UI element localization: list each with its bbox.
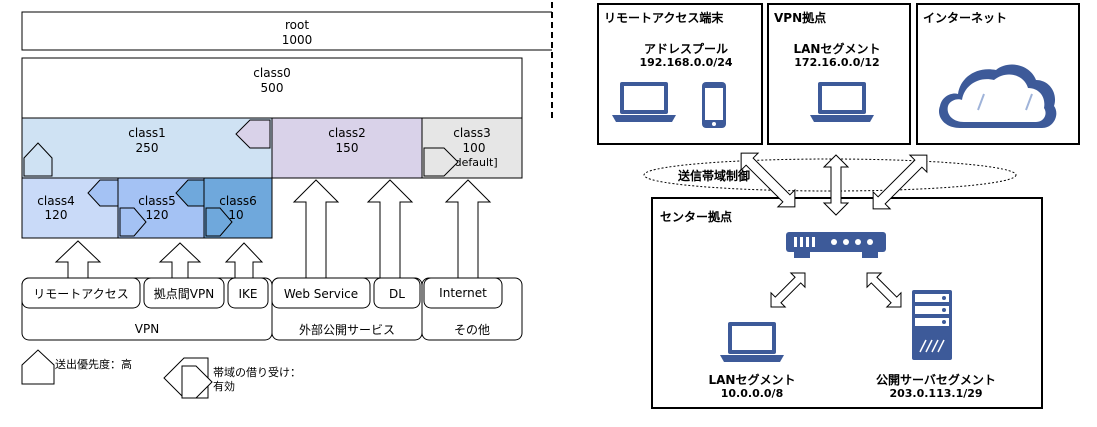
class-3-name: class3 — [453, 126, 490, 140]
group-vpn-label: VPN — [135, 322, 159, 336]
class-3: class3 100 [default] — [421, 117, 523, 179]
pool-label: アドレスプール — [644, 41, 728, 56]
traffic-up-arrows — [54, 179, 492, 279]
legend-priority-label: 送出優先度：高 — [55, 357, 132, 371]
vpn-lan-addr: 172.16.0.0/12 — [794, 56, 879, 69]
traffic-dl: DL — [373, 277, 421, 309]
class-0-rate: 500 — [261, 81, 284, 95]
class-6-name: class6 — [219, 194, 256, 208]
svg-text:DL: DL — [389, 287, 405, 301]
class-5-rate: 120 — [146, 208, 169, 222]
borrow-arrow-icon — [175, 179, 205, 207]
traffic-internet: Internet — [423, 277, 503, 309]
center-lan-label: LANセグメント — [709, 372, 796, 387]
traffic-site-vpn: 拠点間VPN — [143, 277, 225, 309]
pool-addr: 192.168.0.0/24 — [639, 56, 732, 69]
group-other-label: その他 — [454, 323, 490, 337]
borrow-arrow-icon — [87, 179, 119, 207]
borrow-arrow-icon — [235, 119, 271, 149]
borrow-arrow-icon — [423, 147, 459, 177]
svg-text:Web Service: Web Service — [284, 287, 358, 301]
traffic-web-service: Web Service — [271, 277, 371, 309]
priority-house-icon — [23, 142, 53, 177]
class-2-name: class2 — [328, 126, 365, 140]
center-title: センター拠点 — [660, 209, 732, 224]
svg-text:拠点間VPN: 拠点間VPN — [154, 287, 214, 301]
remote-title: リモートアクセス端末 — [604, 10, 724, 25]
group-public-label: 外部公開サービス — [299, 322, 395, 337]
cloud-icon — [938, 64, 1057, 128]
legend-borrow-line2: 有効 — [213, 379, 235, 393]
control-label: 送信帯域制御 — [677, 168, 750, 183]
internet-panel: インターネット — [916, 3, 1080, 145]
class-6-rate: 10 — [228, 208, 243, 222]
vpn-site-title: VPN拠点 — [774, 10, 826, 25]
class-1-name: class1 — [128, 126, 165, 140]
class-3-note: [default] — [450, 156, 497, 169]
legend-borrow-line1: 帯域の借り受け： — [213, 366, 301, 379]
svg-text:Internet: Internet — [439, 286, 487, 300]
legend-borrow-right-icon — [181, 365, 213, 399]
internet-title: インターネット — [923, 11, 1007, 25]
laptop-icon — [810, 82, 874, 122]
class-5-name: class5 — [138, 194, 175, 208]
legend-priority-icon — [21, 349, 55, 385]
connection-arrows — [740, 152, 928, 308]
traffic-remote-access: リモートアクセス — [21, 277, 141, 309]
smartphone-icon — [702, 82, 726, 128]
center-site-panel: センター拠点 LANセグメント 10.0.0.0/8 — [651, 197, 1043, 409]
class-root-rate: 1000 — [282, 33, 313, 47]
laptop-icon — [612, 82, 676, 122]
class-6: class6 10 — [175, 177, 273, 239]
server-icon — [912, 290, 952, 360]
class-4-name: class4 — [37, 194, 74, 208]
svg-text:IKE: IKE — [239, 287, 258, 301]
server-addr: 203.0.113.1/29 — [889, 387, 982, 400]
class-root: root 1000 — [21, 11, 552, 51]
vpn-site-panel: VPN拠点 LANセグメント 172.16.0.0/12 — [767, 3, 911, 145]
svg-text:リモートアクセス: リモートアクセス — [33, 287, 128, 301]
vpn-lan-label: LANセグメント — [794, 41, 881, 56]
class-1: class1 250 — [21, 117, 273, 179]
router-icon — [786, 232, 886, 258]
borrow-arrow-icon — [205, 207, 233, 237]
traffic-ike: IKE — [227, 277, 269, 309]
borrow-arrow-icon — [119, 207, 147, 237]
remote-access-panel: リモートアクセス端末 アドレスプール 192.168.0.0/24 — [597, 3, 763, 145]
center-lan-addr: 10.0.0.0/8 — [721, 387, 783, 400]
laptop-icon — [720, 322, 784, 362]
class-0-name: class0 — [253, 66, 290, 80]
bandwidth-control-ellipse: 送信帯域制御 — [643, 158, 1017, 192]
class-2: class2 150 — [271, 117, 423, 179]
legend: 送出優先度：高 帯域の借り受け： 有効 — [21, 349, 301, 399]
server-label: 公開サーバセグメント — [876, 372, 996, 387]
class-1-rate: 250 — [136, 141, 159, 155]
class-0: class0 500 — [21, 57, 523, 119]
class-root-name: root — [285, 18, 309, 32]
class-4-rate: 120 — [45, 208, 68, 222]
class-3-rate: 100 — [463, 141, 486, 155]
class-2-rate: 150 — [336, 141, 359, 155]
